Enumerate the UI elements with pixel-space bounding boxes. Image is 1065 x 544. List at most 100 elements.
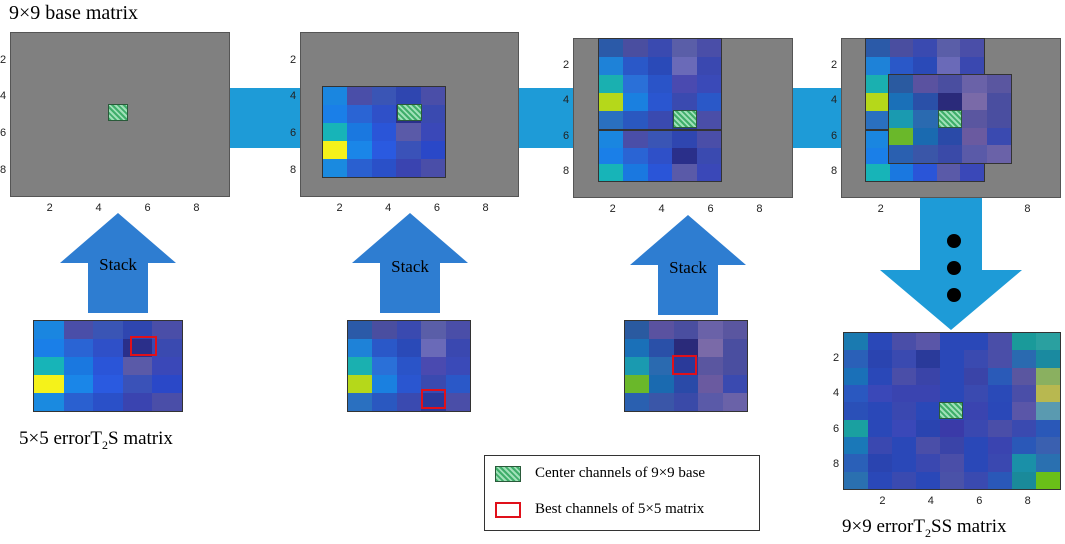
matrix-cell [599,57,624,75]
matrix-cell [420,105,445,123]
stack-label-1: Stack [99,255,137,274]
x-tick-label: 4 [658,203,665,215]
matrix-cell [913,39,937,57]
matrix-cell [868,402,892,420]
best-channel-marker [130,336,157,356]
matrix-cell [1036,454,1060,472]
matrix-cell [347,141,372,159]
matrix-cell [122,393,153,411]
matrix-cell [348,321,373,339]
matrix-cell [960,57,984,75]
matrix-cell [396,375,422,393]
connector-2 [519,88,573,148]
matrix-cell [647,57,673,75]
matrix-cell [844,385,868,403]
matrix-cell [964,385,988,403]
matrix-cell [673,339,699,357]
matrix-cell [371,123,397,141]
matrix-cell [445,375,470,393]
center-channel-marker [938,110,962,128]
matrix-cell [347,87,372,105]
best-channel-marker [421,389,446,409]
matrix-cell [866,57,890,75]
red-box-swatch [495,501,521,518]
matrix-cell [722,357,747,375]
matrix-cell [599,147,624,165]
matrix-cell [892,471,916,489]
matrix-cell [696,93,721,111]
matrix-cell [93,357,123,375]
matrix-cell [892,454,916,472]
matrix-cell [868,333,892,351]
matrix-cell [34,357,64,375]
matrix-cell [372,357,397,375]
matrix-cell [722,321,747,339]
matrix-cell [396,357,422,375]
matrix-cell [844,454,868,472]
matrix-cell [599,93,624,111]
matrix-cell [698,321,723,339]
matrix-cell [599,75,624,93]
matrix-cell [122,375,153,393]
base-matrix-title: 9×9 base matrix [9,2,139,24]
matrix-cell [936,57,961,75]
matrix-cell [844,437,868,455]
ellipsis-dot [947,261,961,275]
matrix-cell [988,454,1012,472]
x-tick-label: 6 [976,495,983,507]
matrix-cell [63,393,94,411]
y-tick-label: 2 [290,53,297,66]
matrix-cell [889,164,914,181]
matrix-cell [1036,471,1060,489]
y-tick-label: 8 [831,165,838,178]
matrix-cell [866,111,890,129]
matrix-cell [323,159,348,177]
matrix-cell [986,75,1011,93]
x-tick-label: 6 [433,202,440,214]
panel-base-1 [10,32,230,197]
matrix-cell [916,367,940,385]
matrix-cell [986,127,1011,146]
matrix-cell [599,111,624,129]
matrix-cell [889,75,914,93]
matrix-cell [122,321,153,339]
ellipsis-dot [947,234,961,248]
matrix-cell [63,357,94,375]
x-tick-label: 6 [707,203,714,215]
matrix-cell [649,321,674,339]
matrix-cell [940,419,964,437]
matrix-cell [347,123,372,141]
matrix-cell [445,393,470,411]
y-tick-label: 8 [0,163,7,176]
matrix-cell [696,75,721,93]
matrix-cell [988,419,1012,437]
matrix-cell [844,333,868,351]
y-tick-label: 6 [833,422,840,435]
matrix-cell [866,131,890,148]
stack-label-3: Stack [669,258,707,277]
matrix-cell [1012,419,1036,437]
matrix-cell [421,339,446,357]
matrix-cell [889,145,914,163]
matrix-cell [63,321,94,339]
matrix-cell [1036,402,1060,420]
matrix-cell [1012,437,1036,455]
center-channel-marker [939,402,963,419]
matrix-cell [696,57,721,75]
x-tick-label: 8 [1024,495,1031,507]
matrix-cell [396,321,422,339]
x-tick-label: 2 [336,202,343,214]
matrix-cell [988,471,1012,489]
y-tick-label: 2 [833,352,840,365]
matrix-cell [964,437,988,455]
matrix-cell [625,393,650,411]
matrix-cell [673,321,699,339]
center-channel-marker [673,110,697,128]
matrix-cell [323,123,348,141]
matrix-cell [866,75,890,93]
matrix-cell [445,357,470,375]
matrix-cell [672,147,697,165]
matrix-cell [649,339,674,357]
y-tick-label: 4 [833,387,840,400]
matrix-cell [673,393,699,411]
